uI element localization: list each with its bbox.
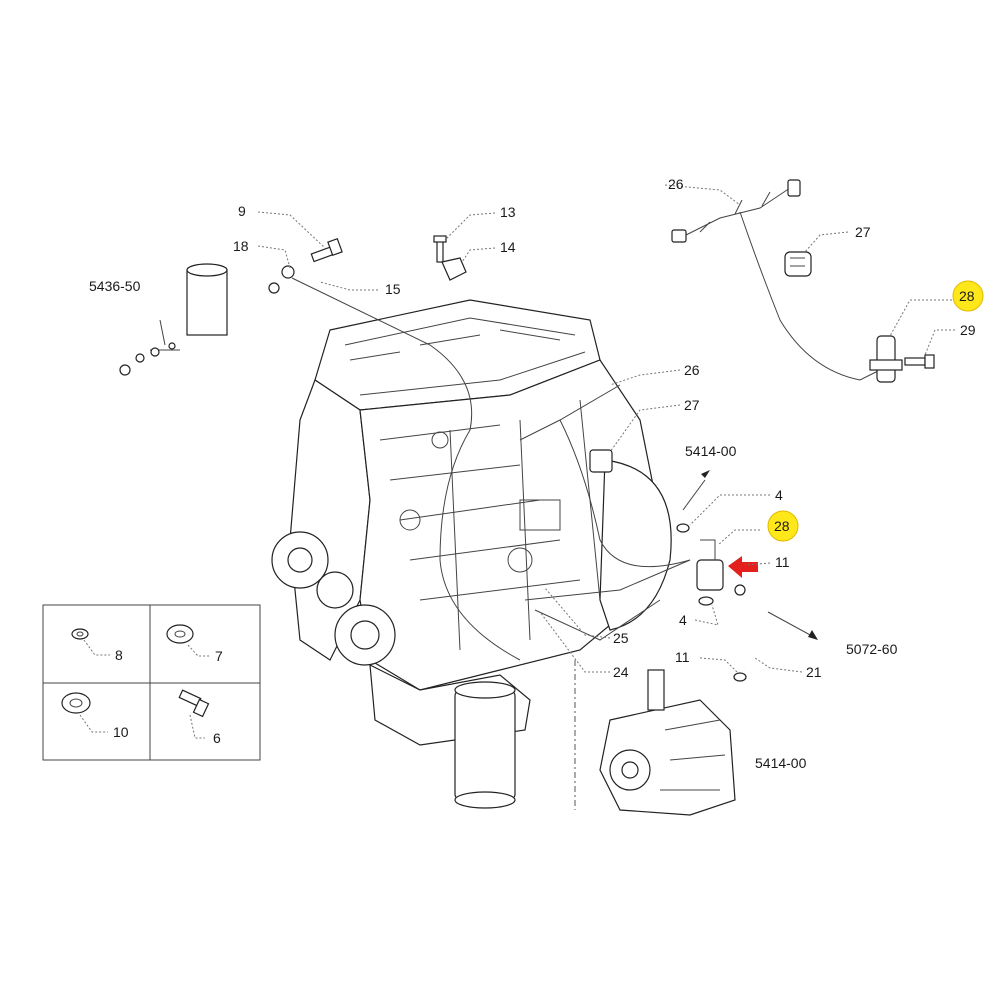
callout-9: 9 <box>238 203 246 219</box>
oil-pipe-15 <box>291 277 521 661</box>
callout-5414-00-top: 5414-00 <box>685 443 737 459</box>
sensor-28-installed <box>696 539 724 591</box>
callout-6: 6 <box>213 730 221 746</box>
callout-8: 8 <box>115 647 123 663</box>
callout-5436-50: 5436-50 <box>89 278 141 294</box>
o-ring-4-upper <box>676 523 690 533</box>
connector-27-on-engine <box>589 449 613 473</box>
fuel-pipe-25 <box>524 559 691 601</box>
hardware-reference-box <box>42 604 261 761</box>
washer-8-icon <box>71 628 110 656</box>
callout-4-top: 4 <box>775 487 783 503</box>
hose-21-inner <box>743 593 768 670</box>
callout-5414-00-bottom: 5414-00 <box>755 755 807 771</box>
hose-21 <box>744 594 767 669</box>
callout-15: 15 <box>385 281 401 297</box>
callout-14: 14 <box>500 239 516 255</box>
callout-28-top: 28 <box>959 288 975 304</box>
washer-11-lower <box>733 672 747 682</box>
o-ring-4-lower <box>698 596 714 606</box>
harness-26-on-engine <box>519 384 691 568</box>
callout-26-top: 26 <box>668 176 684 192</box>
fuel-pipe-24 <box>534 599 661 641</box>
arrow-head-5414-top <box>701 470 710 478</box>
callout-11-bottom: 11 <box>675 649 690 665</box>
connector-27-detail <box>784 251 812 277</box>
callout-18: 18 <box>233 238 249 254</box>
screw-13 <box>433 235 447 263</box>
washer-10-icon <box>61 692 108 733</box>
bolt-6-icon <box>178 689 210 739</box>
callout-27-engine: 27 <box>684 397 700 413</box>
oil-filter-assembly <box>119 263 228 376</box>
callout-4-bottom: 4 <box>679 612 687 628</box>
callout-24: 24 <box>613 664 629 680</box>
highlight-28-top <box>952 280 984 312</box>
callout-26-engine: 26 <box>684 362 700 378</box>
callout-21: 21 <box>806 664 822 680</box>
ref-arrow-5072 <box>767 611 813 637</box>
leader-lines <box>257 184 955 674</box>
arrow-head-5072 <box>808 630 818 640</box>
callout-11-top: 11 <box>775 554 790 570</box>
callout-13: 13 <box>500 204 516 220</box>
highlight-28-mid <box>767 510 799 542</box>
bolt-29 <box>904 354 935 369</box>
callout-5072-60: 5072-60 <box>846 641 898 657</box>
engine-block-illustration <box>271 299 672 809</box>
callout-28-engine: 28 <box>774 518 790 534</box>
callout-25: 25 <box>613 630 629 646</box>
spacer-7-icon <box>166 624 210 657</box>
red-arrow-icon <box>728 556 758 578</box>
callout-7: 7 <box>215 648 223 664</box>
callout-27-top: 27 <box>855 224 871 240</box>
washer-18 <box>268 265 295 294</box>
washer-11-upper <box>734 584 746 596</box>
sensor-28-detail <box>869 335 903 383</box>
callout-10: 10 <box>113 724 129 740</box>
harness-26-detail <box>671 179 881 381</box>
bolt-9 <box>310 237 343 263</box>
clip-14 <box>441 257 467 281</box>
ref-arrow-5414-top <box>682 479 706 511</box>
callout-29: 29 <box>960 322 976 338</box>
injection-pump <box>599 669 736 816</box>
